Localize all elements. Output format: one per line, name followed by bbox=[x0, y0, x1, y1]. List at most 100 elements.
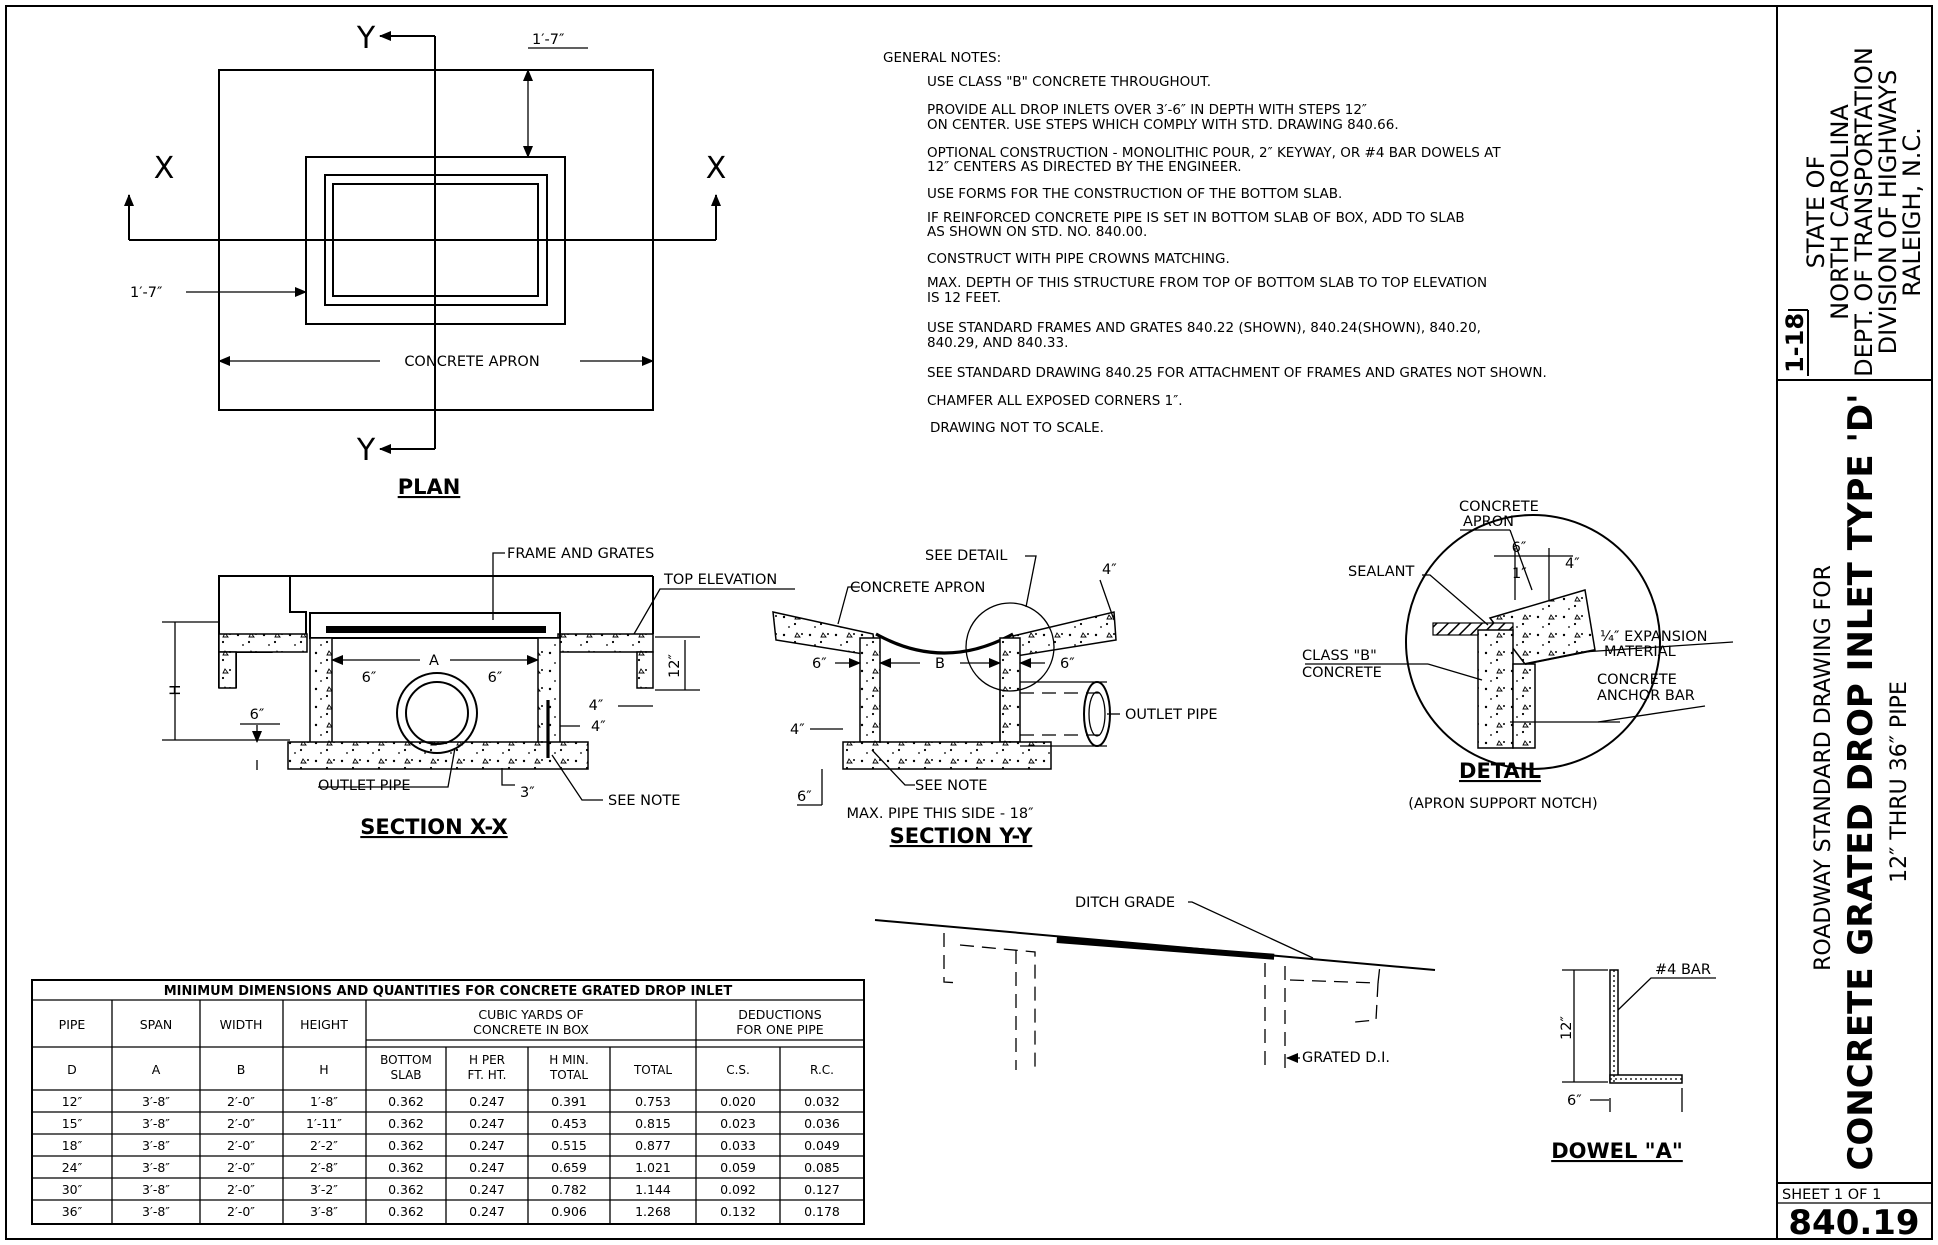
frame-and-grates-label: FRAME AND GRATES bbox=[507, 546, 654, 562]
leader-line bbox=[1509, 529, 1533, 591]
section-xx: FRAME AND GRATES TOP ELEVATION 6″ A 6″ 1… bbox=[162, 546, 795, 839]
note-line: 12″ CENTERS AS DIRECTED BY THE ENGINEER. bbox=[927, 159, 1242, 175]
note-line: USE CLASS "B" CONCRETE THROUGHOUT. bbox=[927, 74, 1211, 90]
table-group-header: FOR ONE PIPE bbox=[736, 1022, 824, 1037]
sheet-border bbox=[5, 5, 1933, 1240]
table-cell: 3′-8″ bbox=[142, 1116, 170, 1131]
table-cell: 0.132 bbox=[720, 1204, 756, 1219]
dim-6: 6″ bbox=[362, 670, 377, 686]
section-xx-apron-right bbox=[557, 633, 654, 653]
table-header: PIPE bbox=[59, 1017, 86, 1032]
note-line: IF REINFORCED CONCRETE PIPE IS SET IN BO… bbox=[927, 210, 1465, 226]
table-group-header: DEDUCTIONS bbox=[738, 1007, 822, 1022]
table-cell: 0.085 bbox=[804, 1160, 840, 1175]
note-line: USE STANDARD FRAMES AND GRATES 840.22 (S… bbox=[927, 320, 1481, 336]
table-cell: 3′-8″ bbox=[310, 1204, 338, 1219]
detail-dim-1: 1″ bbox=[1512, 566, 1527, 582]
title-block: STATE OF NORTH CAROLINA DEPT. OF TRANSPO… bbox=[1781, 47, 1926, 1243]
section-xx-apron-left-leg bbox=[218, 651, 237, 689]
table-cell: 1.021 bbox=[635, 1160, 671, 1175]
concrete-apron-label: CONCRETE APRON bbox=[850, 580, 985, 596]
detail-circle bbox=[1405, 514, 1661, 770]
ditch-apron-hidden bbox=[943, 933, 961, 984]
frame-and-grates bbox=[309, 612, 561, 639]
table-cell: 0.906 bbox=[551, 1204, 587, 1219]
detail-dim-4: 4″ bbox=[1565, 556, 1580, 572]
detail-subtitle: (APRON SUPPORT NOTCH) bbox=[1408, 796, 1597, 812]
table-cell: 3′-2″ bbox=[310, 1182, 338, 1197]
cut-label-y-bottom: Y bbox=[356, 433, 376, 468]
table-header: D bbox=[67, 1062, 77, 1077]
table-header: B bbox=[237, 1062, 246, 1077]
table-cell: 36″ bbox=[62, 1204, 83, 1219]
top-elevation-label: TOP ELEVATION bbox=[663, 572, 777, 588]
table-cell: 0.453 bbox=[551, 1116, 587, 1131]
table-cell: 0.247 bbox=[469, 1182, 505, 1197]
table-cell: 0.362 bbox=[388, 1160, 424, 1175]
table-cell: 0.362 bbox=[388, 1182, 424, 1197]
table-cell: 2′-0″ bbox=[227, 1116, 255, 1131]
table-subheader: FT. HT. bbox=[468, 1068, 507, 1082]
table-cell: 1′-8″ bbox=[310, 1094, 338, 1109]
see-note-label: SEE NOTE bbox=[915, 778, 987, 794]
table-cell: 0.362 bbox=[388, 1138, 424, 1153]
dim-4: 4″ bbox=[591, 719, 606, 735]
section-xx-apron-left bbox=[218, 633, 308, 653]
cut-label-x-left: X bbox=[154, 151, 175, 186]
expansion-label: ¼″ EXPANSION bbox=[1600, 629, 1708, 645]
table-cell: 0.362 bbox=[388, 1094, 424, 1109]
ditch-grate bbox=[1056, 937, 1275, 960]
outlet-pipe-label: OUTLET PIPE bbox=[1125, 707, 1218, 723]
state-line: DEPT. OF TRANSPORTATION bbox=[1850, 47, 1878, 377]
see-note-label: SEE NOTE bbox=[608, 793, 680, 809]
table-cell: 0.032 bbox=[804, 1094, 840, 1109]
leader-line bbox=[1099, 579, 1115, 621]
dim-4-top: 4″ bbox=[1102, 562, 1117, 578]
section-yy-bottom-slab bbox=[842, 741, 1052, 770]
dim-6-left: 6″ bbox=[812, 656, 827, 672]
note-line: IS 12 FEET. bbox=[927, 290, 1001, 306]
table-cell: 24″ bbox=[62, 1160, 83, 1175]
class-b-label: CLASS "B" bbox=[1302, 648, 1377, 664]
section-xx-pipe bbox=[396, 672, 478, 754]
detail-wall bbox=[1477, 629, 1514, 749]
table-cell: 2′-0″ bbox=[227, 1160, 255, 1175]
table-header: H bbox=[319, 1062, 328, 1077]
table-cell: 0.247 bbox=[469, 1138, 505, 1153]
table-cell: 0.092 bbox=[720, 1182, 756, 1197]
table-title: MINIMUM DIMENSIONS AND QUANTITIES FOR CO… bbox=[164, 984, 733, 999]
outlet-pipe-end-inner bbox=[1088, 691, 1106, 737]
note-line: AS SHOWN ON STD. NO. 840.00. bbox=[927, 224, 1147, 240]
table-cell: 0.023 bbox=[720, 1116, 756, 1131]
table-cell: 0.815 bbox=[635, 1116, 671, 1131]
dimensions-table: MINIMUM DIMENSIONS AND QUANTITIES FOR CO… bbox=[31, 979, 865, 1225]
table-cell: 0.515 bbox=[551, 1138, 587, 1153]
table-cell: 0.020 bbox=[720, 1094, 756, 1109]
dim-6-slab: 6″ bbox=[250, 707, 265, 723]
dowel-dim-12: 12″ bbox=[1559, 1015, 1575, 1039]
detail-anchor bbox=[1512, 663, 1536, 749]
ditch-grade-label: DITCH GRADE bbox=[1075, 895, 1175, 911]
table-subheader: H MIN. bbox=[549, 1053, 589, 1067]
dim-3: 3″ bbox=[520, 785, 535, 801]
section-yy-title: SECTION Y-Y bbox=[890, 824, 1034, 848]
dim-6: 6″ bbox=[488, 670, 503, 686]
table-cell: 0.059 bbox=[720, 1160, 756, 1175]
section-yy: SEE DETAIL CONCRETE APRON 4″ 6″ B 6″ 4″ … bbox=[772, 548, 1218, 848]
table-group-header: CUBIC YARDS OF bbox=[478, 1007, 583, 1022]
leader-line bbox=[492, 552, 505, 620]
detail-apron-label: APRON bbox=[1463, 514, 1514, 530]
table-cell: 0.247 bbox=[469, 1204, 505, 1219]
dowel-title: DOWEL "A" bbox=[1551, 1139, 1683, 1163]
section-xx-bottom-slab bbox=[287, 741, 589, 770]
table-subheader: C.S. bbox=[726, 1063, 750, 1077]
leader-line bbox=[318, 747, 456, 788]
table-cell: 0.247 bbox=[469, 1094, 505, 1109]
class-b-label: CONCRETE bbox=[1302, 665, 1382, 681]
table-subheader: SLAB bbox=[390, 1068, 421, 1082]
state-line: NORTH CAROLINA bbox=[1826, 104, 1854, 320]
table-cell: 18″ bbox=[62, 1138, 83, 1153]
leader-line bbox=[1188, 901, 1314, 959]
